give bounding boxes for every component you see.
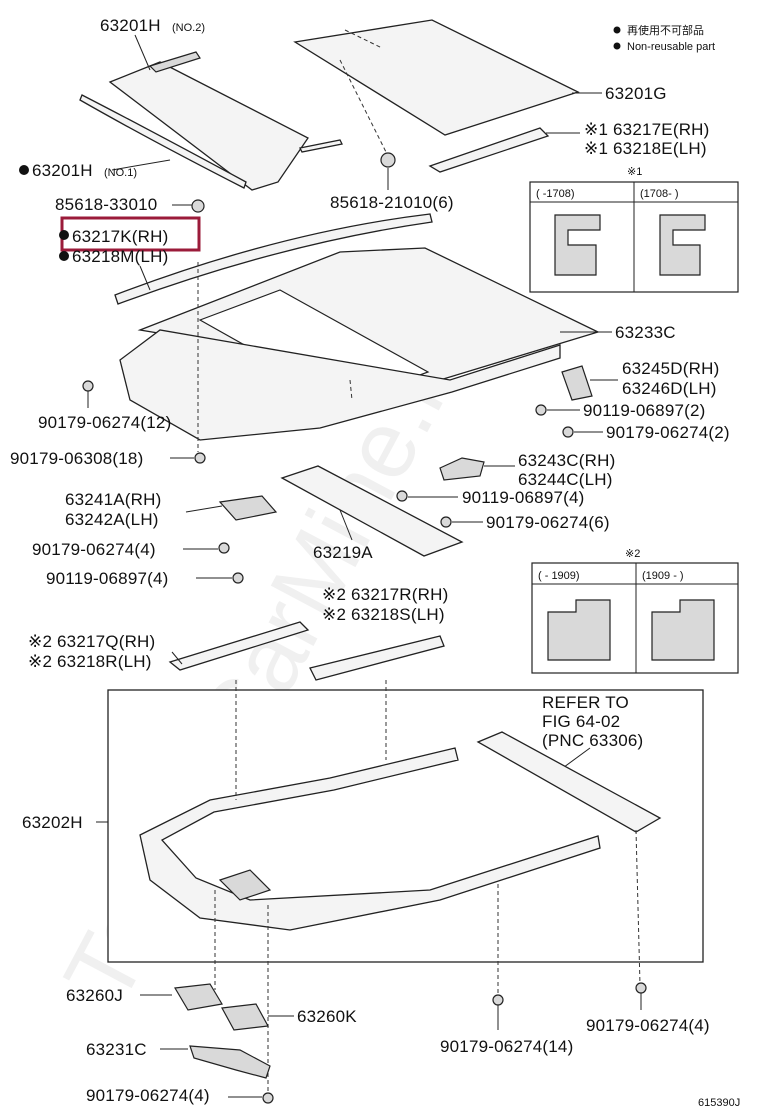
- bolt-icon: [396, 490, 408, 502]
- label-63202H[interactable]: 63202H: [22, 813, 83, 832]
- detail2-left-caption: ( - 1909): [538, 570, 580, 582]
- label-63245D[interactable]: 63245D(RH): [622, 359, 719, 378]
- label-63218R[interactable]: ※2 63218R(LH): [28, 652, 152, 671]
- label-63201G[interactable]: 63201G: [605, 84, 667, 103]
- label-63233C[interactable]: 63233C: [615, 323, 676, 342]
- label-63201H-no1[interactable]: 63201H: [32, 161, 93, 180]
- label-90179-06274-2[interactable]: 90179-06274(2): [606, 423, 730, 442]
- non-reusable-dot-icon: [19, 165, 29, 175]
- figure-id: 615390J: [698, 1097, 740, 1109]
- molding-63217Q[interactable]: [168, 621, 310, 671]
- clip-icon: [492, 994, 504, 1006]
- section-detail-2b: [651, 599, 715, 661]
- refer-line-1: REFER TO: [542, 693, 629, 712]
- label-90179-06308-18[interactable]: 90179-06308(18): [10, 449, 143, 468]
- label-63218S[interactable]: ※2 63218S(LH): [322, 605, 445, 624]
- label-63243C[interactable]: 63243C(RH): [518, 451, 615, 470]
- label-63218M[interactable]: 63218M(LH): [72, 247, 169, 266]
- label-63217Q[interactable]: ※2 63217Q(RH): [28, 632, 155, 651]
- bolt-icon: [380, 152, 396, 168]
- roof-panel-63201G[interactable]: [293, 19, 580, 136]
- label-90179-06274-4b[interactable]: 90179-06274(4): [586, 1016, 710, 1035]
- clip-icon: [440, 516, 452, 528]
- motor-63260J[interactable]: [174, 983, 223, 1011]
- bolt-icon: [232, 572, 244, 584]
- label-63241A[interactable]: 63241A(RH): [65, 490, 162, 509]
- refer-line-2: FIG 64-02: [542, 712, 620, 731]
- clip-icon: [262, 1092, 274, 1104]
- label-63217E[interactable]: ※1 63217E(RH): [584, 120, 710, 139]
- glass-panel-rear-edge: [148, 51, 201, 73]
- label-63242A[interactable]: 63242A(LH): [65, 510, 159, 529]
- detail1-mark: ※1: [627, 166, 642, 178]
- label-63201H-no1-suffix: (NO.1): [104, 167, 137, 179]
- label-63244C[interactable]: 63244C(LH): [518, 470, 613, 489]
- non-reusable-dot-icon: [613, 26, 621, 34]
- label-63201H-no2[interactable]: 63201H: [100, 16, 161, 35]
- molding-63217K[interactable]: [114, 213, 433, 305]
- label-63260J[interactable]: 63260J: [66, 986, 123, 1005]
- clip-icon: [562, 426, 574, 438]
- bolt-icon: [191, 199, 205, 213]
- detail1-left-caption: ( -1708): [536, 188, 575, 200]
- label-90179-06274-6[interactable]: 90179-06274(6): [486, 513, 610, 532]
- bracket-63241A[interactable]: [218, 495, 278, 521]
- roof-frame-63233C: [119, 329, 561, 441]
- label-85618-21010[interactable]: 85618-21010(6): [330, 193, 454, 212]
- label-90119-06897-4b[interactable]: 90119-06897(4): [46, 569, 169, 588]
- label-90179-06274-12[interactable]: 90179-06274(12): [38, 413, 171, 432]
- label-63201H-no2-suffix: (NO.2): [172, 22, 205, 34]
- molding-63217R[interactable]: [309, 635, 445, 681]
- bracket-63231C[interactable]: [189, 1045, 271, 1079]
- glass-weatherstrip-63201H-no1[interactable]: [79, 94, 247, 189]
- label-63260K[interactable]: 63260K: [297, 1007, 357, 1026]
- label-63218E[interactable]: ※1 63218E(LH): [584, 139, 707, 158]
- detail2-mark: ※2: [625, 548, 640, 560]
- bracket-63243C[interactable]: [439, 457, 485, 481]
- clip-icon: [194, 452, 206, 464]
- label-63246D[interactable]: 63246D(LH): [622, 379, 717, 398]
- section-detail-1a: [554, 214, 601, 276]
- label-90119-06897-2[interactable]: 90119-06897(2): [583, 401, 706, 420]
- label-63219A[interactable]: 63219A: [313, 543, 373, 562]
- clip-icon: [635, 982, 647, 994]
- sunroof-frame[interactable]: [139, 747, 601, 931]
- sunshade-assembly[interactable]: [476, 731, 662, 833]
- detail1-right-caption: (1708- ): [640, 188, 679, 200]
- refer-line-3: (PNC 63306): [542, 731, 643, 750]
- section-detail-2a: [547, 599, 611, 661]
- label-63217R[interactable]: ※2 63217R(RH): [322, 585, 448, 604]
- clip-icon: [82, 380, 94, 392]
- label-63217K[interactable]: 63217K(RH): [72, 227, 169, 246]
- label-85618-33010[interactable]: 85618-33010: [55, 195, 157, 214]
- section-detail-1b: [659, 214, 706, 276]
- clip-icon: [218, 542, 230, 554]
- label-90119-06897-4a[interactable]: 90119-06897(4): [462, 488, 585, 507]
- label-90179-06274-14[interactable]: 90179-06274(14): [440, 1037, 573, 1056]
- legend-jp: 再使用不可部品: [627, 23, 704, 37]
- label-90179-06274-4c[interactable]: 90179-06274(4): [86, 1086, 210, 1105]
- label-90179-06274-4a[interactable]: 90179-06274(4): [32, 540, 156, 559]
- legend-en: Non-reusable part: [627, 41, 715, 53]
- label-63231C[interactable]: 63231C: [86, 1040, 147, 1059]
- rail-63219A[interactable]: [280, 465, 464, 557]
- bracket-63245D[interactable]: [561, 365, 593, 401]
- non-reusable-dot-icon: [59, 251, 69, 261]
- molding-63217E[interactable]: [428, 127, 550, 173]
- motor-63260K[interactable]: [221, 1003, 269, 1031]
- non-reusable-dot-icon: [59, 230, 69, 240]
- detail2-right-caption: (1909 - ): [642, 570, 684, 582]
- non-reusable-dot-icon: [613, 42, 621, 50]
- bolt-icon: [535, 404, 547, 416]
